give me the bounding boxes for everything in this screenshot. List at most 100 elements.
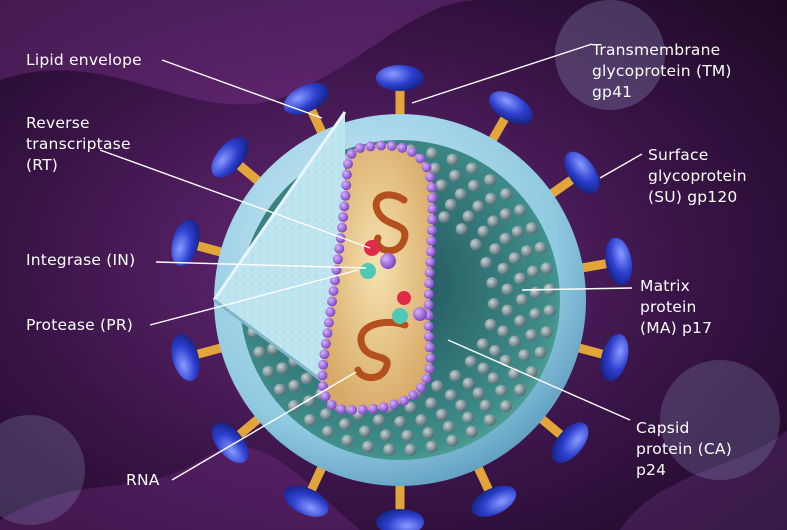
matrix-protein-dot [429,162,441,175]
matrix-protein-dot [454,188,467,201]
capsid-protein-dot [426,225,437,236]
matrix-protein-dot [514,315,527,327]
capsid-protein-dot [336,404,347,415]
capsid-protein-dot [427,214,438,225]
surface-glycoprotein-head [376,509,424,530]
matrix-protein-dot [273,383,286,396]
capsid-protein-dot [376,140,387,151]
matrix-protein-dot [435,179,448,192]
matrix-protein-dot [516,293,528,306]
matrix-protein-dot [435,408,448,421]
matrix-protein-dot [480,256,493,269]
matrix-protein-dot [487,372,500,385]
matrix-protein-dot [338,418,351,431]
matrix-protein-dot [262,365,275,378]
capsid-protein-dot [415,382,426,393]
matrix-protein-dot [529,308,542,320]
surface-glycoprotein-head [471,485,517,517]
capsid-protein-dot [424,363,435,374]
matrix-protein-dot [534,241,547,254]
capsid-protein-dot [378,402,389,413]
capsid-protein-dot [425,257,436,268]
capsid-protein-dot [424,278,435,289]
matrix-protein-dot [431,380,444,393]
matrix-protein-dot [540,326,553,338]
matrix-protein-dot [425,397,438,410]
leader-matrix [521,287,633,291]
matrix-protein-dot [444,198,457,211]
capsid-protein-dot [408,390,419,401]
capsid-protein-dot [357,404,368,415]
capsid-protein-dot [319,349,330,360]
label-reverse-transcriptase: Reverse transcriptase (RT) [26,114,131,174]
matrix-protein-dot [449,169,462,182]
leader-rna [171,371,357,481]
capsid-protein-dot [424,267,435,278]
matrix-protein-dot [511,225,524,238]
capsid-protein-dot [323,317,334,328]
matrix-protein-dot [543,304,556,317]
capsid-protein-dot [427,204,438,214]
capsid-protein-dot [340,190,351,201]
matrix-protein-dot [380,429,392,442]
capsid-protein-dot [399,395,410,406]
leader-integrase [155,261,367,269]
matrix-protein-dot [446,153,459,166]
capsid-protein-dot [427,193,438,204]
matrix-protein-dot [520,245,533,258]
surface-glycoprotein-head [211,137,249,178]
capsid-protein-dot [341,180,352,191]
label-surface-glycoprotein: Surface glycoprotein (SU) gp120 [648,146,747,206]
label-matrix-protein: Matrix protein (MA) p17 [640,277,713,337]
capsid-protein-dot [330,275,340,286]
leader-surface-glycoprotein [599,153,643,179]
capsid-protein-dot [421,373,432,384]
capsid-protein-dot [425,353,436,363]
matrix-protein-dot [514,272,527,285]
matrix-protein-dot [479,399,492,412]
surface-glycoprotein-head [171,334,200,381]
matrix-protein-dot [462,377,475,390]
matrix-protein-dot [462,411,475,424]
matrix-protein-dot [489,344,502,357]
leader-lipid-envelope [161,59,323,119]
matrix-protein-dot [383,443,396,456]
matrix-protein-dot [484,192,497,205]
matrix-protein-dot [276,362,289,375]
enzyme-cluster-lower [392,291,427,324]
surface-glycoprotein-head [600,334,629,381]
capsid-protein-dot [421,162,432,173]
capsid-protein-dot [346,149,357,159]
capsid-protein-dot [423,299,434,310]
enzyme-cluster-upper [360,240,396,279]
matrix-protein-dot [401,429,414,442]
surface-glycoprotein-head [283,485,329,517]
matrix-protein-dot [300,372,313,385]
matrix-protein-dot [508,252,521,265]
matrix-protein-dot [500,400,512,413]
capsid-protein-dot [424,342,435,353]
matrix-protein-dot [477,225,490,238]
matrix-protein-dot [359,425,371,438]
matrix-protein-dot [497,262,510,275]
matrix-protein-dot [449,369,462,382]
matrix-protein-dot [525,329,538,341]
rna-strand-upper [372,191,409,254]
matrix-protein-dot [341,434,354,447]
matrix-protein-dot [288,379,301,392]
matrix-protein-dot [476,338,489,351]
matrix-protein-dot [487,298,500,310]
matrix-protein-dot [322,425,334,438]
matrix-protein-dot [466,162,478,175]
matrix-protein-dot [486,277,499,289]
matrix-protein-dot [477,362,490,375]
surface-glycoprotein-head [376,65,424,91]
capsid-protein-dot [386,140,397,151]
capsid-protein-dot [426,182,437,193]
matrix-protein-dot [495,384,508,397]
matrix-protein-dot [415,414,428,427]
matrix-protein-dot [425,440,438,453]
matrix-protein-dot [462,210,475,223]
label-rna: RNA [126,471,160,489]
